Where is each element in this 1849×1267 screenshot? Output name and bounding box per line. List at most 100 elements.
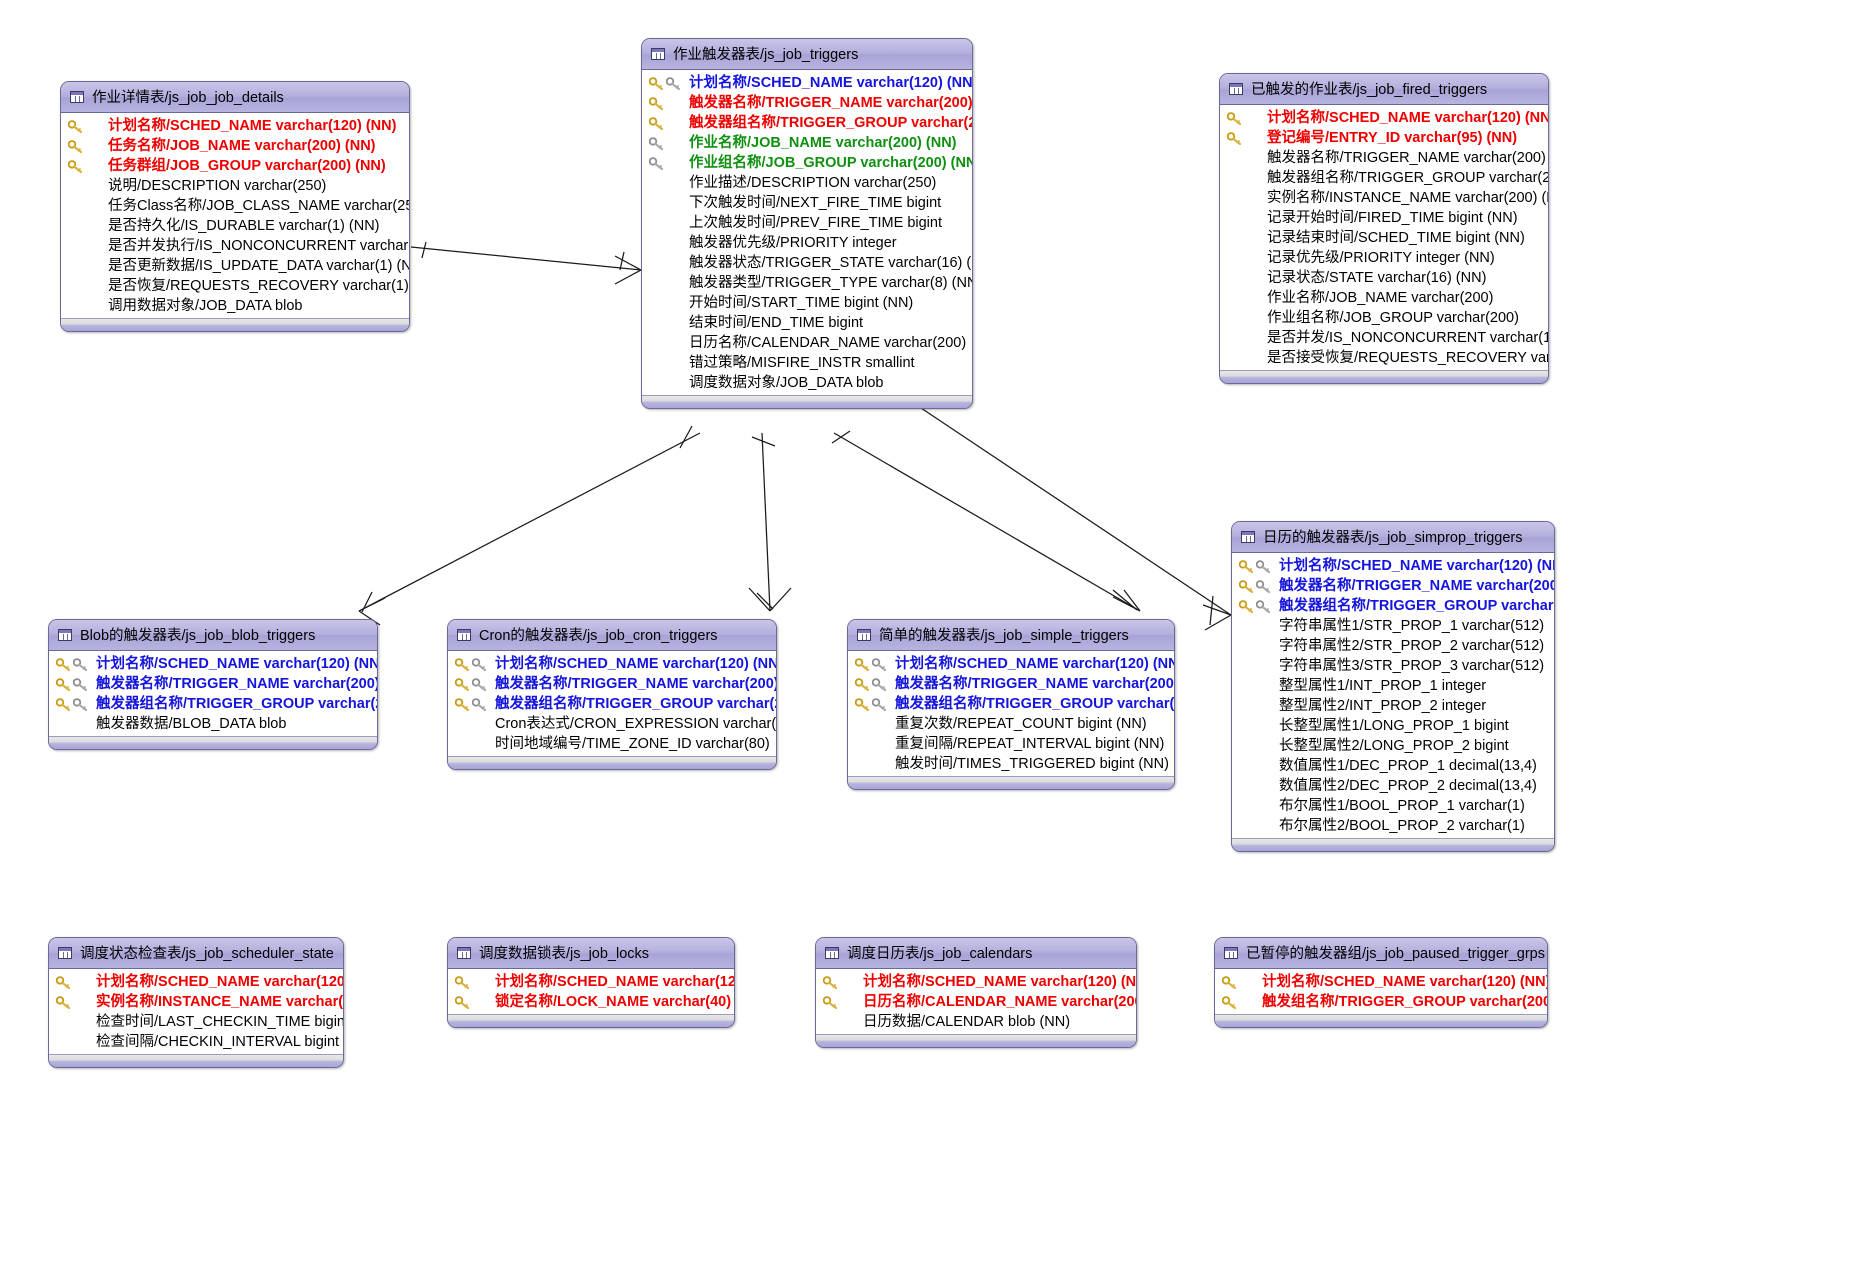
attribute-row[interactable]: 实例名称/INSTANCE_NAME varchar(200) (NN) [1220, 188, 1548, 208]
attribute-row[interactable]: 触发器组名称/TRIGGER_GROUP varchar(200) (NN) [848, 694, 1174, 714]
entity-header-scheduler_state[interactable]: 调度状态检查表/js_job_scheduler_state [49, 938, 343, 969]
attribute-row[interactable]: 字符串属性1/STR_PROP_1 varchar(512) [1232, 616, 1554, 636]
attribute-row[interactable]: 是否并发/IS_NONCONCURRENT varchar(1) [1220, 328, 1548, 348]
attribute-row[interactable]: 触发器名称/TRIGGER_NAME varchar(200) (NN) [848, 674, 1174, 694]
attribute-row[interactable]: 任务Class名称/JOB_CLASS_NAME varchar(250) (N… [61, 196, 409, 216]
attribute-row[interactable]: 重复间隔/REPEAT_INTERVAL bigint (NN) [848, 734, 1174, 754]
attribute-row[interactable]: 记录开始时间/FIRED_TIME bigint (NN) [1220, 208, 1548, 228]
attribute-row[interactable]: 触发器组名称/TRIGGER_GROUP varchar(200) (NN) [448, 694, 776, 714]
attribute-row[interactable]: 锁定名称/LOCK_NAME varchar(40) (NN) [448, 992, 734, 1012]
attribute-row[interactable]: 触发时间/TIMES_TRIGGERED bigint (NN) [848, 754, 1174, 774]
attribute-row[interactable]: 日历名称/CALENDAR_NAME varchar(200) [642, 333, 972, 353]
attribute-row[interactable]: 时间地域编号/TIME_ZONE_ID varchar(80) [448, 734, 776, 754]
attribute-row[interactable]: 是否恢复/REQUESTS_RECOVERY varchar(1) (NN) [61, 276, 409, 296]
entity-header-simprop_triggers[interactable]: 日历的触发器表/js_job_simprop_triggers [1232, 522, 1554, 553]
attribute-row[interactable]: 长整型属性1/LONG_PROP_1 bigint [1232, 716, 1554, 736]
attribute-row[interactable]: 计划名称/SCHED_NAME varchar(120) (NN) [848, 654, 1174, 674]
entity-header-job_details[interactable]: 作业详情表/js_job_job_details [61, 82, 409, 113]
attribute-row[interactable]: 作业名称/JOB_NAME varchar(200) [1220, 288, 1548, 308]
entity-triggers[interactable]: 作业触发器表/js_job_triggers 计划名称/SCHED_NAME va… [641, 38, 973, 409]
attribute-row[interactable]: 说明/DESCRIPTION varchar(250) [61, 176, 409, 196]
attribute-row[interactable]: 计划名称/SCHED_NAME varchar(120) (NN) [642, 73, 972, 93]
attribute-row[interactable]: 记录状态/STATE varchar(16) (NN) [1220, 268, 1548, 288]
entity-header-blob_triggers[interactable]: Blob的触发器表/js_job_blob_triggers [49, 620, 377, 651]
attribute-row[interactable]: 调用数据对象/JOB_DATA blob [61, 296, 409, 316]
attribute-row[interactable]: 上次触发时间/PREV_FIRE_TIME bigint [642, 213, 972, 233]
attribute-row[interactable]: 是否并发执行/IS_NONCONCURRENT varchar(1) (NN) [61, 236, 409, 256]
attribute-row[interactable]: 日历数据/CALENDAR blob (NN) [816, 1012, 1136, 1032]
attribute-row[interactable]: 触发器名称/TRIGGER_NAME varchar(200) (NN) [1220, 148, 1548, 168]
attribute-row[interactable]: 触发器名称/TRIGGER_NAME varchar(200) (NN) [49, 674, 377, 694]
attribute-row[interactable]: 作业名称/JOB_NAME varchar(200) (NN) [642, 133, 972, 153]
attribute-row[interactable]: 触发器数据/BLOB_DATA blob [49, 714, 377, 734]
attribute-row[interactable]: 计划名称/SCHED_NAME varchar(120) (NN) [448, 972, 734, 992]
attribute-row[interactable]: 触发器组名称/TRIGGER_GROUP varchar(200) (NN) [642, 113, 972, 133]
attribute-row[interactable]: 作业组名称/JOB_GROUP varchar(200) (NN) [642, 153, 972, 173]
attribute-row[interactable]: 记录结束时间/SCHED_TIME bigint (NN) [1220, 228, 1548, 248]
attribute-row[interactable]: 结束时间/END_TIME bigint [642, 313, 972, 333]
attribute-row[interactable]: 数值属性2/DEC_PROP_2 decimal(13,4) [1232, 776, 1554, 796]
attribute-row[interactable]: 任务群组/JOB_GROUP varchar(200) (NN) [61, 156, 409, 176]
attribute-row[interactable]: 整型属性1/INT_PROP_1 integer [1232, 676, 1554, 696]
attribute-row[interactable]: 是否接受恢复/REQUESTS_RECOVERY varchar(1) [1220, 348, 1548, 368]
attribute-row[interactable]: 计划名称/SCHED_NAME varchar(120) (NN) [1215, 972, 1547, 992]
attribute-row[interactable]: 调度数据对象/JOB_DATA blob [642, 373, 972, 393]
attribute-row[interactable]: 计划名称/SCHED_NAME varchar(120) (NN) [49, 654, 377, 674]
attribute-row[interactable]: 是否更新数据/IS_UPDATE_DATA varchar(1) (NN) [61, 256, 409, 276]
attribute-row[interactable]: 触发器组名称/TRIGGER_GROUP varchar(200) (NN) [1220, 168, 1548, 188]
attribute-row[interactable]: 布尔属性2/BOOL_PROP_2 varchar(1) [1232, 816, 1554, 836]
attribute-row[interactable]: 登记编号/ENTRY_ID varchar(95) (NN) [1220, 128, 1548, 148]
attribute-row[interactable]: 计划名称/SCHED_NAME varchar(120) (NN) [1220, 108, 1548, 128]
attribute-row[interactable]: 计划名称/SCHED_NAME varchar(120) (NN) [816, 972, 1136, 992]
entity-header-triggers[interactable]: 作业触发器表/js_job_triggers [642, 39, 972, 70]
entity-fired_triggers[interactable]: 已触发的作业表/js_job_fired_triggers 计划名称/SCHED_… [1219, 73, 1549, 384]
attribute-row[interactable]: Cron表达式/CRON_EXPRESSION varchar(120) (NN… [448, 714, 776, 734]
attribute-row[interactable]: 字符串属性2/STR_PROP_2 varchar(512) [1232, 636, 1554, 656]
attribute-row[interactable]: 触发器名称/TRIGGER_NAME varchar(200) (NN) [642, 93, 972, 113]
attribute-row[interactable]: 长整型属性2/LONG_PROP_2 bigint [1232, 736, 1554, 756]
attribute-row[interactable]: 触发器组名称/TRIGGER_GROUP varchar(200) (NN) [1232, 596, 1554, 616]
attribute-row[interactable]: 下次触发时间/NEXT_FIRE_TIME bigint [642, 193, 972, 213]
attribute-row[interactable]: 触发器名称/TRIGGER_NAME varchar(200) (NN) [1232, 576, 1554, 596]
attribute-row[interactable]: 任务名称/JOB_NAME varchar(200) (NN) [61, 136, 409, 156]
attribute-row[interactable]: 字符串属性3/STR_PROP_3 varchar(512) [1232, 656, 1554, 676]
attribute-row[interactable]: 作业描述/DESCRIPTION varchar(250) [642, 173, 972, 193]
entity-blob_triggers[interactable]: Blob的触发器表/js_job_blob_triggers 计划名称/SCHED… [48, 619, 378, 750]
attribute-row[interactable]: 触发组名称/TRIGGER_GROUP varchar(200) (NN) [1215, 992, 1547, 1012]
attribute-row[interactable]: 触发器名称/TRIGGER_NAME varchar(200) (NN) [448, 674, 776, 694]
attribute-row[interactable]: 触发器优先级/PRIORITY integer [642, 233, 972, 253]
entity-job_details[interactable]: 作业详情表/js_job_job_details 计划名称/SCHED_NAME … [60, 81, 410, 332]
attribute-row[interactable]: 日历名称/CALENDAR_NAME varchar(200) (NN) [816, 992, 1136, 1012]
entity-header-fired_triggers[interactable]: 已触发的作业表/js_job_fired_triggers [1220, 74, 1548, 105]
attribute-row[interactable]: 实例名称/INSTANCE_NAME varchar(200) (NN) [49, 992, 343, 1012]
attribute-row[interactable]: 触发器状态/TRIGGER_STATE varchar(16) (NN) [642, 253, 972, 273]
attribute-row[interactable]: 错过策略/MISFIRE_INSTR smallint [642, 353, 972, 373]
attribute-row[interactable]: 计划名称/SCHED_NAME varchar(120) (NN) [61, 116, 409, 136]
attribute-row[interactable]: 检查时间/LAST_CHECKIN_TIME bigint (NN) [49, 1012, 343, 1032]
attribute-row[interactable]: 作业组名称/JOB_GROUP varchar(200) [1220, 308, 1548, 328]
attribute-row[interactable]: 是否持久化/IS_DURABLE varchar(1) (NN) [61, 216, 409, 236]
attribute-row[interactable]: 重复次数/REPEAT_COUNT bigint (NN) [848, 714, 1174, 734]
entity-scheduler_state[interactable]: 调度状态检查表/js_job_scheduler_state 计划名称/SCHED… [48, 937, 344, 1068]
attribute-row[interactable]: 整型属性2/INT_PROP_2 integer [1232, 696, 1554, 716]
attribute-row[interactable]: 检查间隔/CHECKIN_INTERVAL bigint (NN) [49, 1032, 343, 1052]
entity-paused_trigger_grps[interactable]: 已暂停的触发器组/js_job_paused_trigger_grps 计划名称/… [1214, 937, 1548, 1028]
entity-header-calendars[interactable]: 调度日历表/js_job_calendars [816, 938, 1136, 969]
attribute-row[interactable]: 布尔属性1/BOOL_PROP_1 varchar(1) [1232, 796, 1554, 816]
attribute-row[interactable]: 开始时间/START_TIME bigint (NN) [642, 293, 972, 313]
entity-simple_triggers[interactable]: 简单的触发器表/js_job_simple_triggers 计划名称/SCHED… [847, 619, 1175, 790]
entity-header-paused_trigger_grps[interactable]: 已暂停的触发器组/js_job_paused_trigger_grps [1215, 938, 1547, 969]
entity-header-simple_triggers[interactable]: 简单的触发器表/js_job_simple_triggers [848, 620, 1174, 651]
attribute-row[interactable]: 触发器组名称/TRIGGER_GROUP varchar(200) (NN) [49, 694, 377, 714]
attribute-row[interactable]: 计划名称/SCHED_NAME varchar(120) (NN) [1232, 556, 1554, 576]
attribute-row[interactable]: 触发器类型/TRIGGER_TYPE varchar(8) (NN) [642, 273, 972, 293]
attribute-row[interactable]: 记录优先级/PRIORITY integer (NN) [1220, 248, 1548, 268]
entity-simprop_triggers[interactable]: 日历的触发器表/js_job_simprop_triggers 计划名称/SCHE… [1231, 521, 1555, 852]
entity-cron_triggers[interactable]: Cron的触发器表/js_job_cron_triggers 计划名称/SCHED… [447, 619, 777, 770]
attribute-row[interactable]: 计划名称/SCHED_NAME varchar(120) (NN) [448, 654, 776, 674]
entity-calendars[interactable]: 调度日历表/js_job_calendars 计划名称/SCHED_NAME va… [815, 937, 1137, 1048]
entity-header-cron_triggers[interactable]: Cron的触发器表/js_job_cron_triggers [448, 620, 776, 651]
attribute-row[interactable]: 计划名称/SCHED_NAME varchar(120) (NN) [49, 972, 343, 992]
attribute-row[interactable]: 数值属性1/DEC_PROP_1 decimal(13,4) [1232, 756, 1554, 776]
